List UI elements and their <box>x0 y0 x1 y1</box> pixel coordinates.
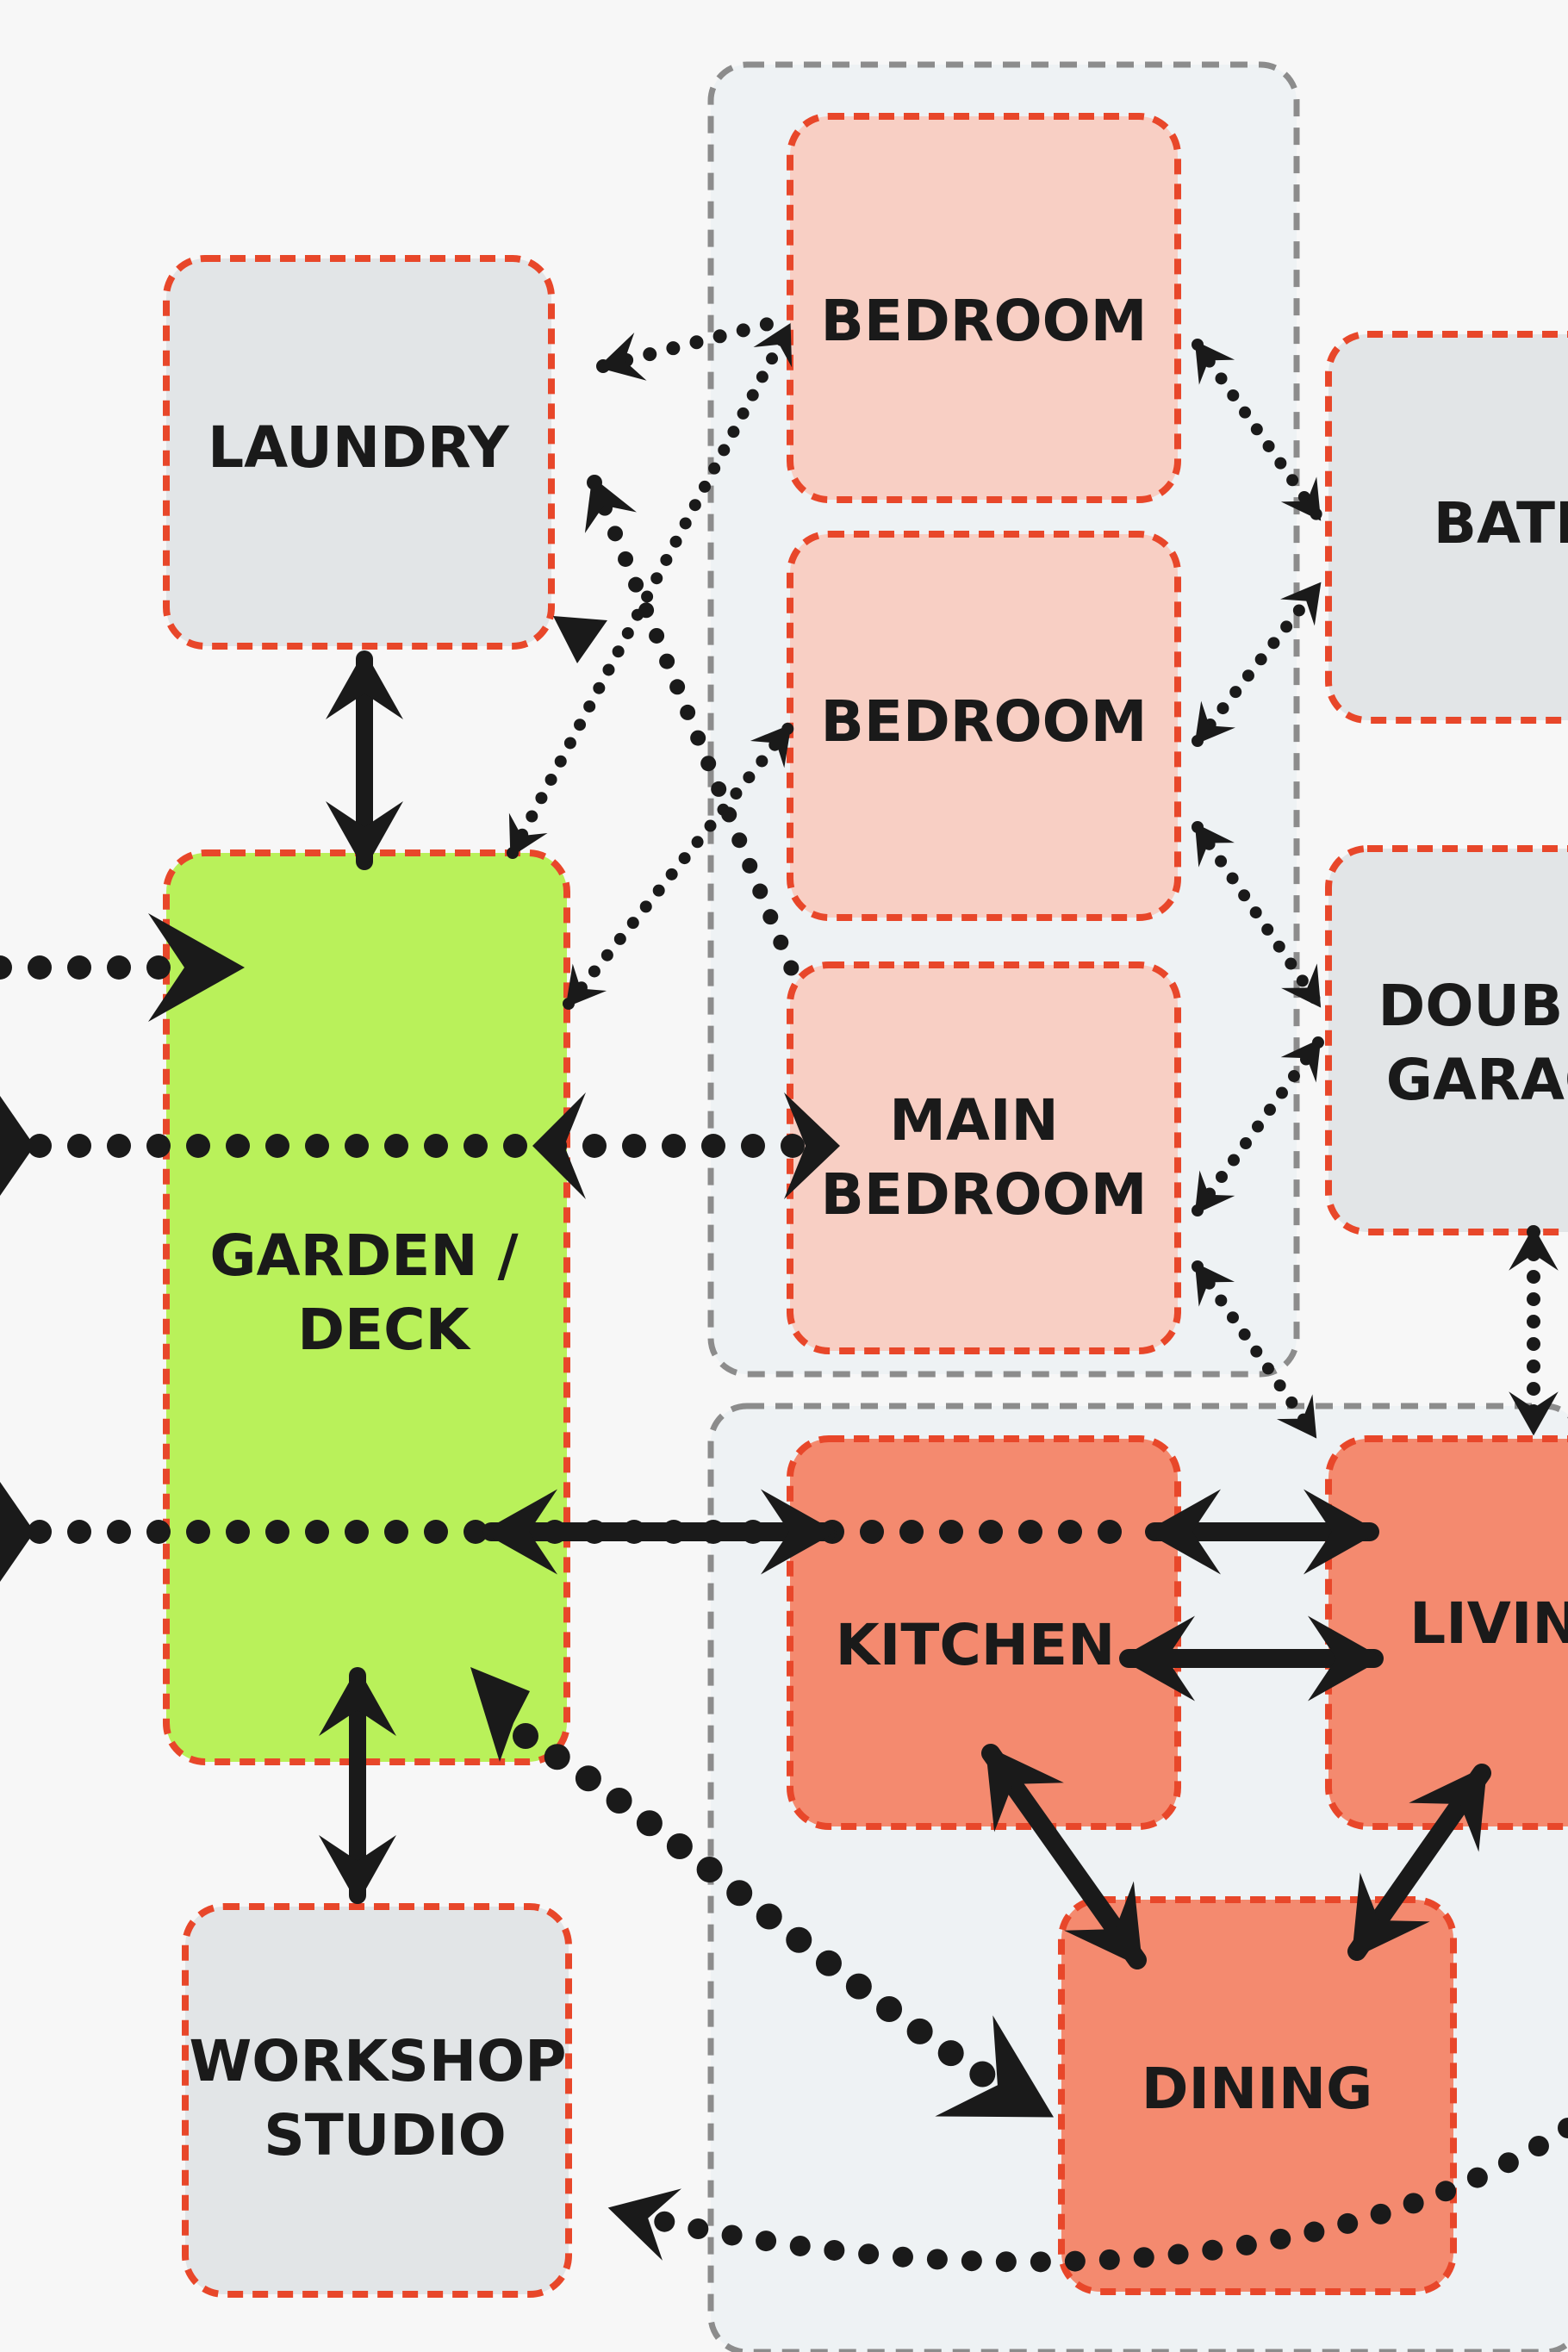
room-label-line: WORKSHOP <box>189 2028 566 2094</box>
link-bedroom2-bath <box>1192 580 1324 747</box>
room-label-line: LIVING <box>1409 1590 1568 1657</box>
room-dining: DINING <box>1058 1896 1457 2295</box>
arrowhead-garden-main <box>532 1092 586 1199</box>
room-label-bedroom-2: BEDROOM <box>821 688 1148 755</box>
room-label-line: LAUNDRY <box>208 414 510 481</box>
arrowhead-laundry-main-extra <box>553 616 607 663</box>
room-label-line: KITCHEN <box>836 1612 1116 1678</box>
room-garden-deck: GARDEN / DECK <box>163 849 570 1765</box>
arrowhead-exterior-left-3 <box>0 1482 34 1582</box>
room-label-main-bedroom: MAIN BEDROOM <box>821 1087 1148 1228</box>
room-label-double-garage: DOUBLE GARAGE <box>1378 973 1568 1113</box>
link-living-dining <box>1347 1764 1491 1961</box>
room-double-garage: DOUBLE GARAGE <box>1325 845 1568 1235</box>
room-label-bath: BATH <box>1434 490 1568 557</box>
room-label-laundry: LAUNDRY <box>208 414 510 481</box>
room-label-line: BEDROOM <box>821 688 1148 755</box>
arrowhead-exterior-left-2 <box>0 1096 34 1196</box>
room-bedroom-1: BEDROOM <box>787 113 1181 503</box>
link-main-bedroom-garage <box>1192 1036 1324 1216</box>
room-label-dining: DINING <box>1142 2056 1373 2122</box>
arrowhead-garden-dining-start <box>470 1667 530 1762</box>
room-bedroom-2: BEDROOM <box>787 531 1181 921</box>
room-label-line: MAIN <box>889 1087 1059 1154</box>
room-kitchen: KITCHEN <box>787 1435 1181 1830</box>
room-label-kitchen: KITCHEN <box>836 1612 1116 1678</box>
room-bath: BATH <box>1325 331 1568 724</box>
room-label-workshop-studio: WORKSHOP STUDIO <box>189 2028 586 2168</box>
room-label-line: DECK <box>297 1297 471 1363</box>
room-label-line: DINING <box>1142 2056 1373 2122</box>
link-garden-bedroom2 <box>563 722 794 1010</box>
room-laundry: LAUNDRY <box>163 255 555 650</box>
room-label-line: GARDEN / <box>209 1223 519 1289</box>
room-label-line: BATH <box>1434 490 1568 557</box>
link-main-bedroom-living <box>1192 1260 1320 1440</box>
room-label-line: DOUBLE <box>1378 973 1568 1039</box>
link-garden-bedroom1 <box>507 321 794 859</box>
room-main-bedroom: MAIN BEDROOM <box>787 961 1181 1354</box>
room-label-line: BEDROOM <box>821 288 1148 354</box>
room-label-line: STUDIO <box>264 2102 507 2168</box>
link-kitchen-dining <box>981 1744 1147 1969</box>
room-label-living: LIVING <box>1409 1590 1568 1657</box>
room-workshop-studio: WORKSHOP STUDIO <box>182 1903 586 2298</box>
room-label-garden-deck: GARDEN / DECK <box>209 1223 538 1363</box>
link-bedroom2-garage <box>1192 821 1324 1010</box>
link-living-workshop <box>606 2118 1568 2273</box>
room-label-bedroom-1: BEDROOM <box>821 288 1148 354</box>
room-label-line: GARAGE <box>1386 1047 1568 1113</box>
link-bedroom1-bath <box>1192 339 1324 523</box>
room-living: LIVING <box>1325 1435 1568 1830</box>
arrowhead-exterior-2 <box>784 1092 840 1199</box>
room-label-line: BEDROOM <box>821 1161 1148 1228</box>
